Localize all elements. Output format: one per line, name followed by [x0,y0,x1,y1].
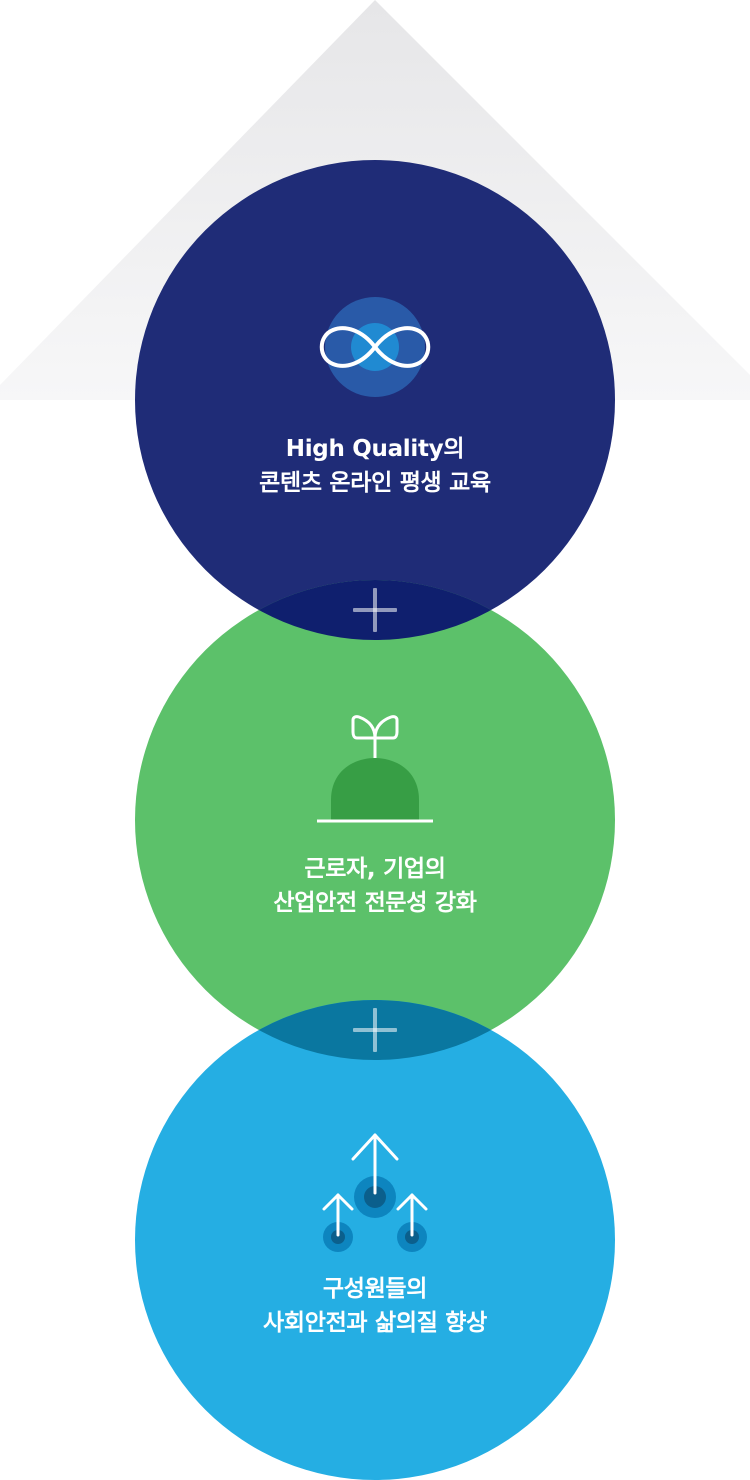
label-line-2: 콘텐츠 온라인 평생 교육 [259,470,491,496]
growth-arrows-icon [322,1133,428,1252]
infinity-icon [319,297,431,397]
label-line-2: 사회안전과 삶의질 향상 [262,1310,487,1336]
circle-online-education [135,160,615,640]
label-line-1: High Quality의 [285,436,465,462]
circle-quality-of-life [135,1000,615,1480]
plus-icon [353,1008,397,1052]
plus-icon [353,588,397,632]
label-line-2: 산업안전 전문성 강화 [273,890,477,916]
label-industrial-safety: 근로자, 기업의 산업안전 전문성 강화 [135,852,615,920]
label-line-1: 근로자, 기업의 [304,856,446,882]
label-quality-of-life: 구성원들의 사회안전과 삶의질 향상 [135,1272,615,1340]
label-online-education: High Quality의 콘텐츠 온라인 평생 교육 [135,432,615,500]
sprout-icon [317,715,433,823]
label-line-1: 구성원들의 [322,1276,428,1302]
